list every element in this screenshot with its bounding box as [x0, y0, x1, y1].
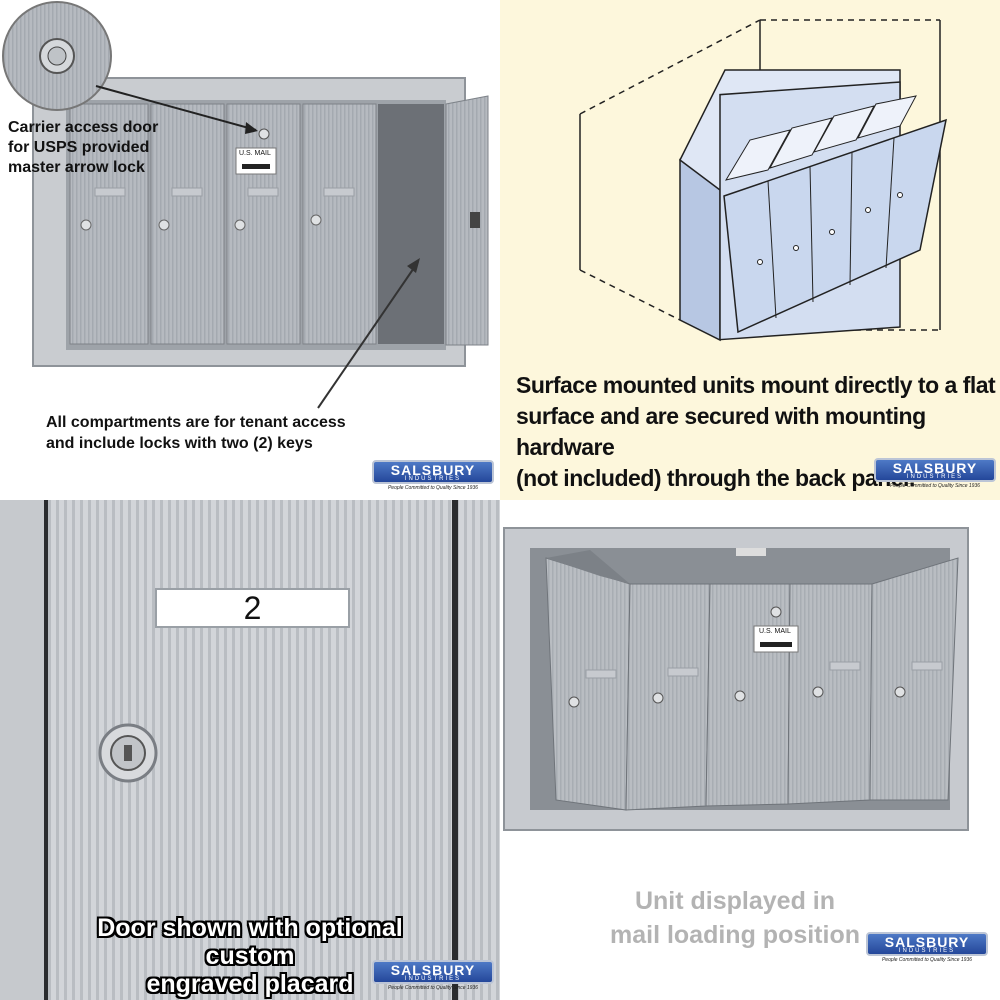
placard-caption: Door shown with optional custom engraved…	[97, 914, 403, 998]
loading-position-caption: Unit displayed in mail loading position	[610, 887, 860, 949]
logo-sub: INDUSTRIES	[906, 474, 964, 480]
panel-mailbox-front: U.S. MAIL Carrier access door for USPS p…	[0, 0, 500, 500]
surface-mount-illustration	[579, 19, 947, 342]
usmail-label: U.S. MAIL	[759, 628, 791, 635]
tenant-access-caption: All compartments are for tenant access a…	[46, 414, 346, 452]
logo-tagline: People Committed to Quality Since 1936	[881, 957, 973, 963]
logo-sub: INDUSTRIES	[404, 976, 462, 982]
panel-surface-mount-diagram: Surface mounted units mount directly to …	[500, 0, 1000, 500]
placard-number: 2	[155, 588, 350, 628]
logo-sub: INDUSTRIES	[404, 476, 462, 482]
logo-name: SALSBURY	[884, 934, 970, 950]
logo-tagline: People Committed to Quality Since 1936	[387, 485, 479, 491]
logo-name: SALSBURY	[892, 460, 978, 476]
surface-mount-caption: Surface mounted units mount directly to …	[516, 372, 996, 491]
logo-name: SALSBURY	[390, 462, 476, 478]
carrier-access-caption: Carrier access door for USPS provided ma…	[8, 119, 159, 176]
door-closeup-illustration	[0, 500, 500, 1000]
mailbox-front-illustration	[2, 1, 489, 409]
logo-tagline: People Committed to Quality Since 1936	[387, 985, 479, 991]
loading-position-illustration	[503, 527, 969, 831]
logo-sub: INDUSTRIES	[898, 948, 956, 954]
usmail-label: U.S. MAIL	[239, 150, 271, 157]
panel-door-placard: 2 Door shown with optional custom engrav…	[0, 500, 500, 1000]
logo-tagline: People Committed to Quality Since 1936	[889, 483, 981, 489]
panel-loading-position: U.S. MAIL Unit displayed in mail loading…	[500, 500, 1000, 1000]
logo-name: SALSBURY	[390, 962, 476, 978]
